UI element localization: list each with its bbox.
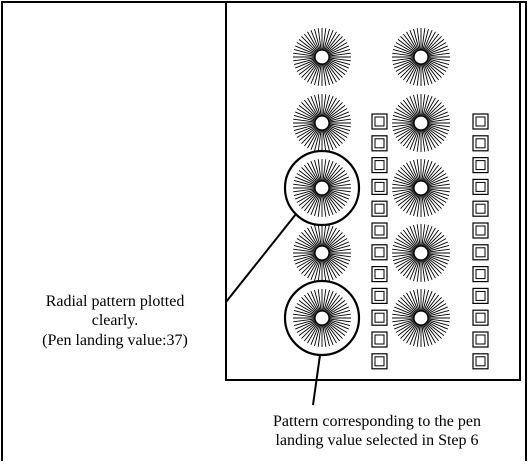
test-square [472,309,489,326]
callout-bottom-line-2: landing value selected in Step 6 [275,432,478,449]
radial-pattern [293,224,351,282]
leader-line-bottom [312,354,321,406]
test-square [371,331,388,348]
test-square [472,353,489,370]
test-square [472,200,489,217]
radial-pattern [293,159,351,217]
test-square [472,113,489,130]
test-square [371,200,388,217]
test-square [371,353,388,370]
radial-pattern [293,94,351,152]
test-square [371,309,388,326]
test-square [371,287,388,304]
highlight-circle-clear-pattern [283,149,361,227]
callout-left-line-3: (Pen landing value:37) [42,332,188,349]
leader-line-left [225,213,297,303]
radial-pattern [293,289,351,347]
test-square [371,157,388,174]
callout-left-line-2: clearly. [92,312,138,329]
radial-pattern [293,28,351,86]
test-square [371,113,388,130]
radial-pattern [392,224,450,282]
test-square [371,266,388,283]
starburst-group [293,28,450,347]
test-square [472,222,489,239]
test-square [472,178,489,195]
test-square [472,287,489,304]
test-square [472,135,489,152]
radial-pattern [392,94,450,152]
callout-bottom-line-1: Pattern corresponding to the pen [273,413,481,430]
radial-pattern [392,159,450,217]
radial-pattern [392,28,450,86]
square-strip-group [371,113,489,370]
highlight-circle-selected-pattern [283,279,361,357]
test-square [472,244,489,261]
radial-pattern [392,289,450,347]
callout-left-line-1: Radial pattern plotted [46,293,185,310]
test-square [472,266,489,283]
test-square [371,222,388,239]
test-square [371,178,388,195]
test-square [371,244,388,261]
test-square [472,331,489,348]
test-square [371,135,388,152]
test-square [472,157,489,174]
